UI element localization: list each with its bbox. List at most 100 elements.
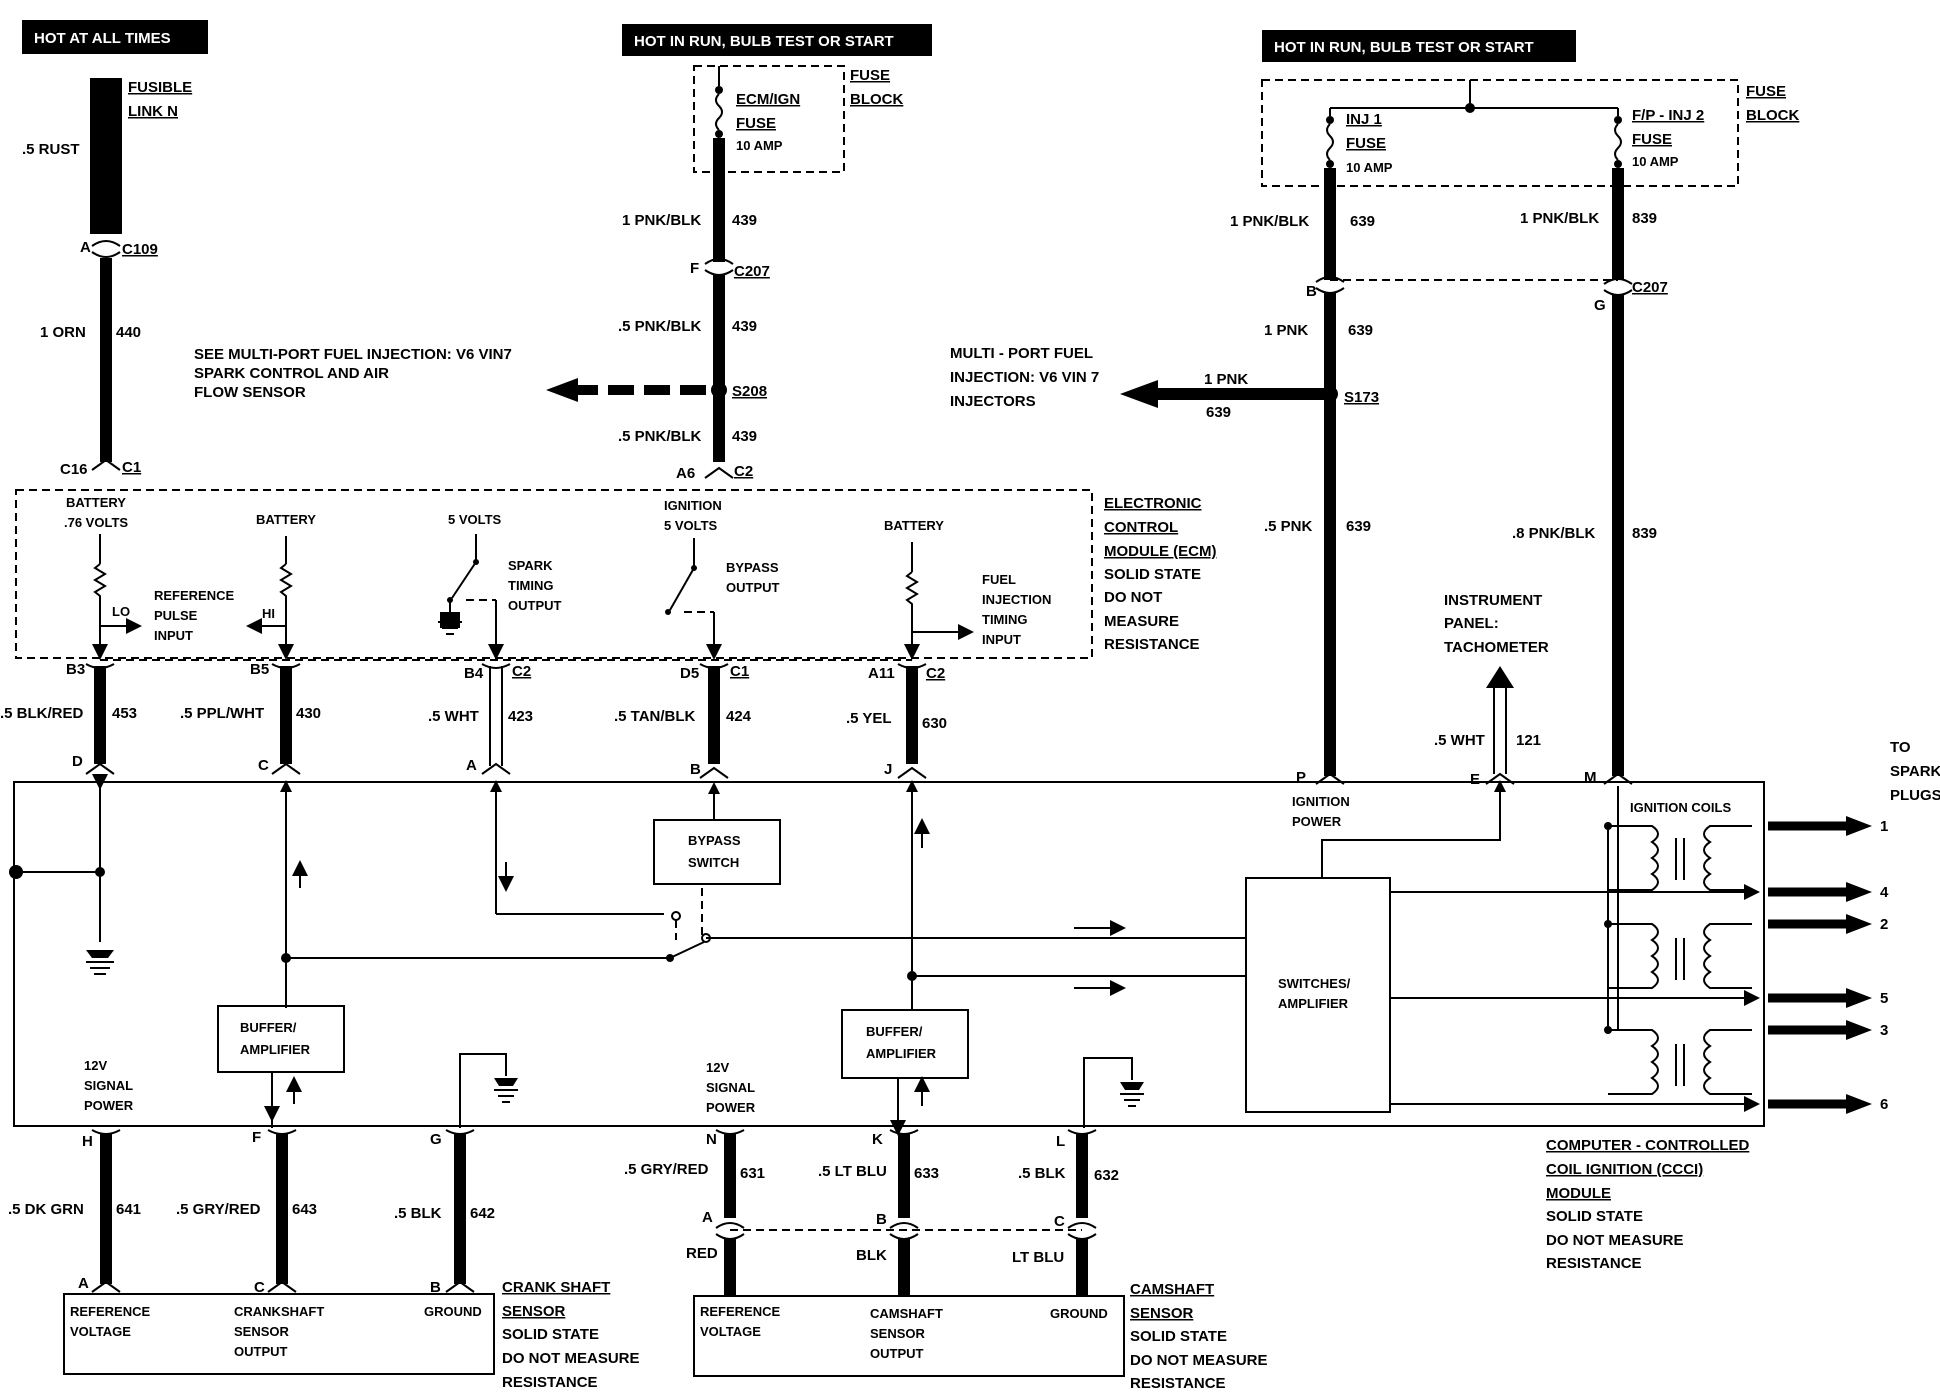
svg-text:P: P: [1296, 769, 1306, 786]
svg-text:1 PNK/BLK: 1 PNK/BLK: [1520, 210, 1599, 227]
svg-text:TACHOMETER: TACHOMETER: [1444, 639, 1549, 656]
svg-text:DO NOT MEASURE: DO NOT MEASURE: [1546, 1232, 1684, 1249]
fuse-block-2: INJ 1 FUSE 10 AMP F/P - INJ 2 FUSE 10 AM…: [1261, 79, 1799, 187]
ecm-bypass-output: IGNITION 5 VOLTS BYPASS OUTPUT: [664, 498, 780, 660]
svg-text:1 PNK: 1 PNK: [1204, 371, 1248, 388]
svg-text:BATTERY: BATTERY: [884, 518, 944, 533]
svg-text:639: 639: [1206, 404, 1231, 421]
svg-text:DO NOT: DO NOT: [1104, 589, 1162, 606]
svg-text:RESISTANCE: RESISTANCE: [1104, 636, 1200, 653]
svg-text:RESISTANCE: RESISTANCE: [1546, 1255, 1642, 1272]
svg-text:C2: C2: [926, 665, 945, 682]
svg-text:IGNITION: IGNITION: [664, 498, 722, 513]
header-hot-in-run-2: HOT IN RUN, BULB TEST OR START: [1262, 30, 1576, 62]
ignition-coils: IGNITION COILS: [1604, 786, 1752, 1095]
svg-text:BATTERY: BATTERY: [256, 512, 316, 527]
svg-text:C: C: [258, 757, 269, 774]
svg-text:1 ORN: 1 ORN: [40, 324, 86, 341]
svg-text:INJECTION: V6 VIN 7: INJECTION: V6 VIN 7: [950, 369, 1099, 386]
svg-text:L: L: [1056, 1133, 1065, 1150]
svg-text:M: M: [1584, 769, 1597, 786]
svg-text:HI: HI: [262, 606, 275, 621]
svg-text:C: C: [1054, 1213, 1065, 1230]
wire-423: B4 C2 .5 WHT 423 A: [428, 663, 533, 775]
fuse-block-1: ECM/IGN FUSE 10 AMP FUSE BLOCK: [693, 65, 903, 173]
svg-text:VOLTAGE: VOLTAGE: [700, 1324, 761, 1339]
spark-plug-label-1: 1: [1880, 818, 1888, 835]
svg-text:SENSOR: SENSOR: [234, 1324, 290, 1339]
svg-text:.5 TAN/BLK: .5 TAN/BLK: [614, 708, 696, 725]
svg-text:VOLTAGE: VOLTAGE: [70, 1324, 131, 1339]
svg-text:B: B: [1306, 283, 1317, 300]
svg-text:A11: A11: [868, 665, 895, 682]
bypass-switch: BYPASS SWITCH: [490, 780, 1246, 962]
svg-text:SIGNAL: SIGNAL: [706, 1080, 755, 1095]
switches-amplifier: SWITCHES/ AMPLIFIER: [1245, 780, 1760, 1113]
svg-text:SPARK: SPARK: [1890, 763, 1940, 780]
svg-text:SOLID STATE: SOLID STATE: [1130, 1328, 1227, 1345]
svg-text:12V: 12V: [84, 1058, 107, 1073]
svg-text:439: 439: [732, 428, 757, 445]
svg-text:FLOW SENSOR: FLOW SENSOR: [194, 384, 306, 401]
svg-text:REFERENCE: REFERENCE: [154, 588, 235, 603]
svg-text:N: N: [706, 1131, 717, 1148]
svg-text:.5 PNK/BLK: .5 PNK/BLK: [618, 318, 702, 335]
header-hot-at-all-times: HOT AT ALL TIMES: [22, 20, 208, 54]
spark-plug-arrow-6: [1846, 1094, 1872, 1114]
svg-text:5 VOLTS: 5 VOLTS: [664, 518, 718, 533]
wire-424: D5 C1 .5 TAN/BLK 424 B: [614, 663, 752, 779]
svg-text:.5 PPL/WHT: .5 PPL/WHT: [180, 705, 264, 722]
svg-text:A: A: [702, 1209, 713, 1226]
svg-text:SIGNAL: SIGNAL: [84, 1078, 133, 1093]
svg-text:COMPUTER - CONTROLLED: COMPUTER - CONTROLLED: [1546, 1137, 1749, 1154]
camshaft-sensor: REFERENCE VOLTAGE CAMSHAFT SENSOR OUTPUT…: [693, 1281, 1268, 1392]
svg-text:SOLID STATE: SOLID STATE: [502, 1326, 599, 1343]
svg-text:B5: B5: [250, 661, 269, 678]
wire-439: 1 PNK/BLK 439 F C207 .5 PNK/BLK 439 S208…: [618, 138, 770, 482]
svg-text:C207: C207: [734, 263, 770, 280]
tachometer-output: INSTRUMENT PANEL: TACHOMETER .5 WHT 121 …: [1434, 592, 1549, 788]
svg-text:F/P - INJ 2: F/P - INJ 2: [1632, 107, 1704, 124]
svg-text:IGNITION COILS: IGNITION COILS: [1630, 800, 1731, 815]
svg-text:RED: RED: [686, 1245, 718, 1262]
svg-text:S173: S173: [1344, 389, 1379, 406]
svg-text:SEE MULTI-PORT FUEL INJECTION:: SEE MULTI-PORT FUEL INJECTION: V6 VIN7: [194, 346, 512, 363]
svg-text:.8 PNK/BLK: .8 PNK/BLK: [1512, 525, 1596, 542]
svg-text:INJECTORS: INJECTORS: [950, 393, 1036, 410]
svg-text:C207: C207: [1632, 279, 1668, 296]
svg-text:PANEL:: PANEL:: [1444, 615, 1499, 632]
header-hot-in-run-1: HOT IN RUN, BULB TEST OR START: [622, 24, 932, 56]
svg-text:S208: S208: [732, 383, 767, 400]
spark-plug-outputs: TO SPARK PLUGS: [1890, 739, 1940, 804]
svg-text:E: E: [1470, 771, 1480, 788]
crank-sensor-wires: H .5 DK GRN 641 A F .5 GRY/RED 643 C G .…: [8, 1129, 495, 1296]
svg-text:C16: C16: [60, 461, 88, 478]
wire-639: 1 PNK/BLK 639 B 1 PNK 639 S173 .5 PNK 63…: [1230, 168, 1618, 785]
spark-plug-arrow-5: [1846, 988, 1872, 1008]
svg-text:MODULE: MODULE: [1546, 1185, 1611, 1202]
svg-text:631: 631: [740, 1165, 765, 1182]
svg-text:639: 639: [1346, 518, 1371, 535]
svg-text:POWER: POWER: [706, 1100, 756, 1115]
svg-text:639: 639: [1348, 322, 1373, 339]
svg-text:ELECTRONIC: ELECTRONIC: [1104, 495, 1202, 512]
svg-text:.5 DK GRN: .5 DK GRN: [8, 1201, 84, 1218]
svg-text:.5 BLK: .5 BLK: [394, 1205, 442, 1222]
svg-text:PLUGS: PLUGS: [1890, 787, 1940, 804]
svg-text:BLOCK: BLOCK: [1746, 107, 1799, 124]
svg-text:.5 WHT: .5 WHT: [1434, 732, 1485, 749]
svg-text:AMPLIFIER: AMPLIFIER: [1278, 996, 1349, 1011]
svg-text:ECM/IGN: ECM/IGN: [736, 91, 800, 108]
svg-text:.5 RUST: .5 RUST: [22, 141, 80, 158]
svg-text:FUSE: FUSE: [1632, 131, 1672, 148]
svg-text:839: 839: [1632, 210, 1657, 227]
ecm-reference-input: BATTERY .76 VOLTS LO REFERENCE PULSE INP…: [64, 495, 235, 660]
svg-text:CAMSHAFT: CAMSHAFT: [1130, 1281, 1214, 1298]
svg-text:MEASURE: MEASURE: [1104, 613, 1179, 630]
svg-text:440: 440: [116, 324, 141, 341]
svg-text:.5 GRY/RED: .5 GRY/RED: [176, 1201, 261, 1218]
ecm-battery-hi: BATTERY HI: [246, 512, 316, 660]
svg-text:643: 643: [292, 1201, 317, 1218]
spark-plug-label-5: 5: [1880, 990, 1888, 1007]
